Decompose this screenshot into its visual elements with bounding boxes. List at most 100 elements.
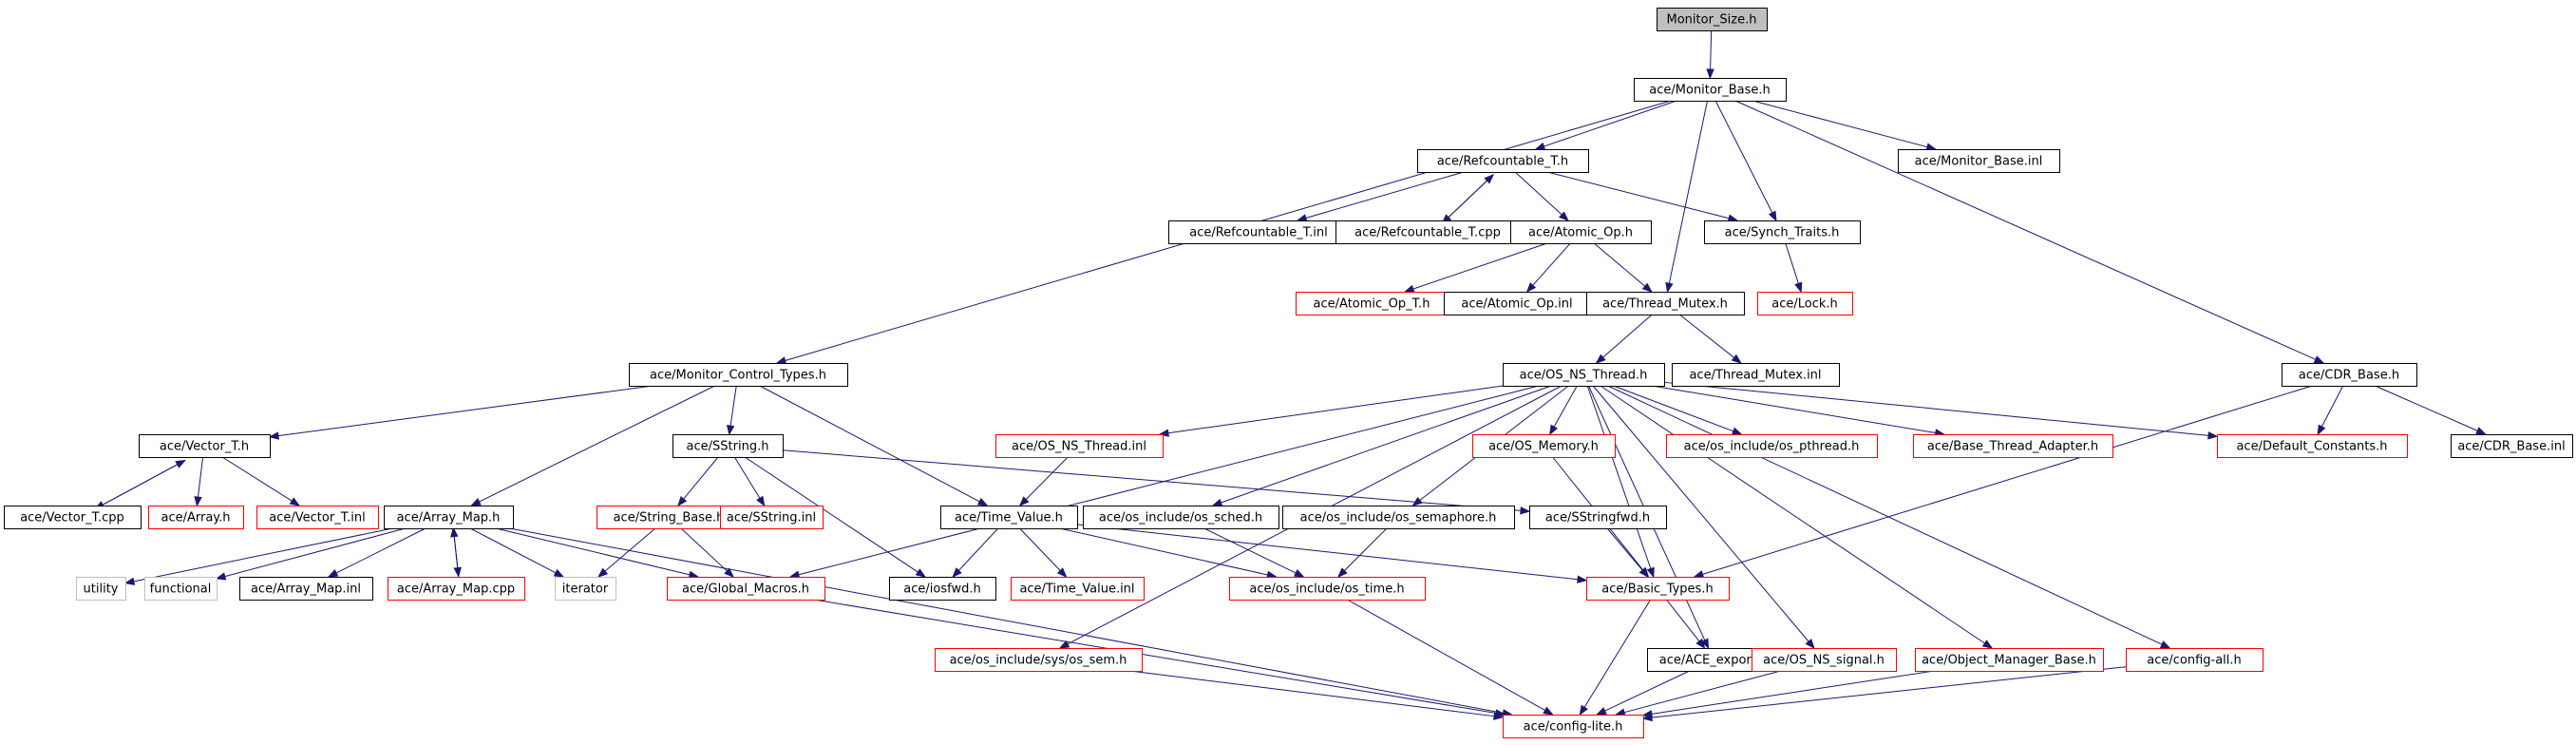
node-monitor-base-h[interactable]: ace/Monitor_Base.h bbox=[1634, 78, 1787, 102]
node-box bbox=[2126, 648, 2263, 672]
edge-line bbox=[1734, 100, 2317, 360]
node-os-time-h[interactable]: ace/os_include/os_time.h bbox=[1229, 577, 1426, 601]
edge-cdr_base_h-to-basic_types_h bbox=[1693, 385, 2313, 579]
arrowhead bbox=[2317, 424, 2326, 436]
arrowhead bbox=[1211, 498, 1223, 506]
edge-os_ns_thread_h-to-config_all_h bbox=[1607, 385, 2171, 649]
node-os-ns-thread-h[interactable]: ace/OS_NS_Thread.h bbox=[1503, 363, 1665, 387]
edge-cdr_base_h-to-cdr_base_inl bbox=[2375, 385, 2487, 435]
node-monitor-control-types-h[interactable]: ace/Monitor_Control_Types.h bbox=[629, 363, 848, 387]
node-os-sched-h[interactable]: ace/os_include/os_sched.h bbox=[1083, 506, 1279, 529]
node-refcountable-t-inl[interactable]: ace/Refcountable_T.inl bbox=[1168, 220, 1350, 244]
node-thread-mutex-h[interactable]: ace/Thread_Mutex.h bbox=[1586, 292, 1745, 315]
node-os-memory-h[interactable]: ace/OS_Memory.h bbox=[1472, 434, 1616, 458]
edge-line bbox=[1600, 385, 1985, 644]
edge-os_ns_thread_h-to-os_ns_signal_h bbox=[1592, 385, 1815, 650]
node-refcountable-t-cpp[interactable]: ace/Refcountable_T.cpp bbox=[1335, 220, 1521, 244]
arrowhead bbox=[215, 572, 227, 581]
node-sstring-inl[interactable]: ace/SString.inl bbox=[720, 506, 824, 529]
node-config-lite-h[interactable]: ace/config-lite.h bbox=[1503, 715, 1644, 738]
node-os-sem-h[interactable]: ace/os_include/sys/os_sem.h bbox=[935, 648, 1143, 672]
node-box bbox=[1704, 220, 1861, 244]
node-box bbox=[139, 434, 271, 458]
node-iterator[interactable]: iterator bbox=[555, 577, 616, 601]
arrowhead bbox=[327, 568, 339, 578]
node-sstringfwd-h[interactable]: ace/SStringfwd.h bbox=[1529, 506, 1667, 529]
node-time-value-h[interactable]: ace/Time_Value.h bbox=[940, 506, 1078, 529]
node-base-thread-adapter-h[interactable]: ace/Base_Thread_Adapter.h bbox=[1913, 434, 2113, 458]
node-box bbox=[940, 506, 1078, 529]
arrowhead bbox=[1337, 567, 1348, 578]
edge-os_sched_h-to-os_time_h bbox=[1203, 527, 1305, 578]
node-thread-mutex-inl[interactable]: ace/Thread_Mutex.inl bbox=[1672, 363, 1840, 387]
node-label: iterator bbox=[562, 583, 609, 597]
edge-cdr_base_h-to-default_constants_h bbox=[2317, 385, 2344, 436]
node-label: ace/Vector_T.inl bbox=[269, 511, 365, 525]
node-vector-t-cpp[interactable]: ace/Vector_T.cpp bbox=[4, 506, 142, 529]
node-object-manager-base-h[interactable]: ace/Object_Manager_Base.h bbox=[1915, 648, 2104, 672]
node-os-semaphore-h[interactable]: ace/os_include/os_semaphore.h bbox=[1282, 506, 1515, 529]
node-array-map-inl[interactable]: ace/Array_Map.inl bbox=[239, 577, 373, 601]
node-string-base-h[interactable]: ace/String_Base.h bbox=[597, 506, 742, 529]
node-label: ace/Atomic_Op_T.h bbox=[1314, 297, 1430, 312]
node-box bbox=[667, 577, 825, 601]
node-array-h[interactable]: ace/Array.h bbox=[148, 506, 244, 529]
node-monitor-base-inl[interactable]: ace/Monitor_Base.inl bbox=[1898, 149, 2060, 173]
arrowhead bbox=[1403, 284, 1415, 293]
node-box bbox=[1472, 434, 1616, 458]
node-os-ns-thread-inl[interactable]: ace/OS_NS_Thread.inl bbox=[995, 434, 1164, 458]
edge-line bbox=[1076, 524, 1579, 581]
node-vector-t-inl[interactable]: ace/Vector_T.inl bbox=[256, 506, 379, 529]
edge-sstringfwd_h-to-basic_types_h bbox=[1606, 527, 1649, 579]
node-atomic-op-t-h[interactable]: ace/Atomic_Op_T.h bbox=[1296, 292, 1449, 315]
node-label: ace/String_Base.h bbox=[614, 511, 725, 525]
node-global-macros-h[interactable]: ace/Global_Macros.h bbox=[667, 577, 825, 601]
edge-line bbox=[744, 456, 919, 573]
edge-monitor_control_types_h-to-array_map_h bbox=[470, 385, 715, 506]
node-os-ns-signal-h[interactable]: ace/OS_NS_signal.h bbox=[1752, 648, 1897, 672]
node-box bbox=[1634, 78, 1787, 102]
edge-array_map_h-to-functional bbox=[215, 527, 407, 581]
node-label: ace/Lock.h bbox=[1771, 297, 1838, 312]
edge-line bbox=[469, 527, 557, 574]
node-refcountable-t-h[interactable]: ace/Refcountable_T.h bbox=[1417, 149, 1589, 173]
node-label: ace/SStringfwd.h bbox=[1545, 511, 1650, 525]
node-lock-h[interactable]: ace/Lock.h bbox=[1757, 292, 1853, 315]
node-box bbox=[1282, 506, 1515, 529]
node-label: ace/ACE_export.h bbox=[1659, 654, 1768, 668]
node-atomic-op-inl[interactable]: ace/Atomic_Op.inl bbox=[1444, 292, 1591, 315]
node-box bbox=[1666, 434, 1878, 458]
node-functional[interactable]: functional bbox=[144, 577, 218, 601]
arrowhead bbox=[726, 424, 735, 436]
edge-line bbox=[1604, 670, 1690, 712]
node-iosfwd-h[interactable]: ace/iosfwd.h bbox=[889, 577, 996, 601]
node-atomic-op-h[interactable]: ace/Atomic_Op.h bbox=[1510, 220, 1652, 244]
edge-line bbox=[335, 527, 426, 574]
node-basic-types-h[interactable]: ace/Basic_Types.h bbox=[1586, 577, 1730, 601]
node-cdr-base-h[interactable]: ace/CDR_Base.h bbox=[2282, 363, 2417, 387]
arrowhead bbox=[1543, 706, 1554, 716]
node-label: ace/OS_NS_Thread.h bbox=[1520, 369, 1648, 383]
node-box bbox=[555, 577, 616, 601]
node-vector-t-h[interactable]: ace/Vector_T.h bbox=[139, 434, 271, 458]
node-cdr-base-inl[interactable]: ace/CDR_Base.inl bbox=[2451, 434, 2573, 458]
edge-line bbox=[1167, 385, 1504, 434]
edge-line bbox=[495, 527, 691, 576]
edge-string_base_h-to-global_macros_h bbox=[680, 527, 735, 578]
node-synch-traits-h[interactable]: ace/Synch_Traits.h bbox=[1704, 220, 1861, 244]
nodes-layer: Monitor_Size.hace/Monitor_Base.hace/Refc… bbox=[4, 8, 2573, 738]
node-utility[interactable]: utility bbox=[76, 577, 126, 601]
node-time-value-inl[interactable]: ace/Time_Value.inl bbox=[1011, 577, 1145, 601]
edge-string_base_h-to-iterator bbox=[597, 527, 656, 578]
node-array-map-cpp[interactable]: ace/Array_Map.cpp bbox=[388, 577, 525, 601]
node-box bbox=[1529, 506, 1667, 529]
node-label: ace/Basic_Types.h bbox=[1601, 583, 1713, 597]
edge-synch_traits_h-to-lock_h bbox=[1785, 242, 1803, 294]
edge-refcountable_t_cpp-to-refcountable_t_h bbox=[1442, 173, 1495, 224]
node-sstring-h[interactable]: ace/SString.h bbox=[672, 434, 784, 458]
node-os-pthread-h[interactable]: ace/os_include/os_pthread.h bbox=[1666, 434, 1878, 458]
node-default-constants-h[interactable]: ace/Default_Constants.h bbox=[2217, 434, 2408, 458]
node-box bbox=[1586, 292, 1745, 315]
node-config-all-h[interactable]: ace/config-all.h bbox=[2126, 648, 2263, 672]
node-array-map-h[interactable]: ace/Array_Map.h bbox=[384, 506, 514, 529]
